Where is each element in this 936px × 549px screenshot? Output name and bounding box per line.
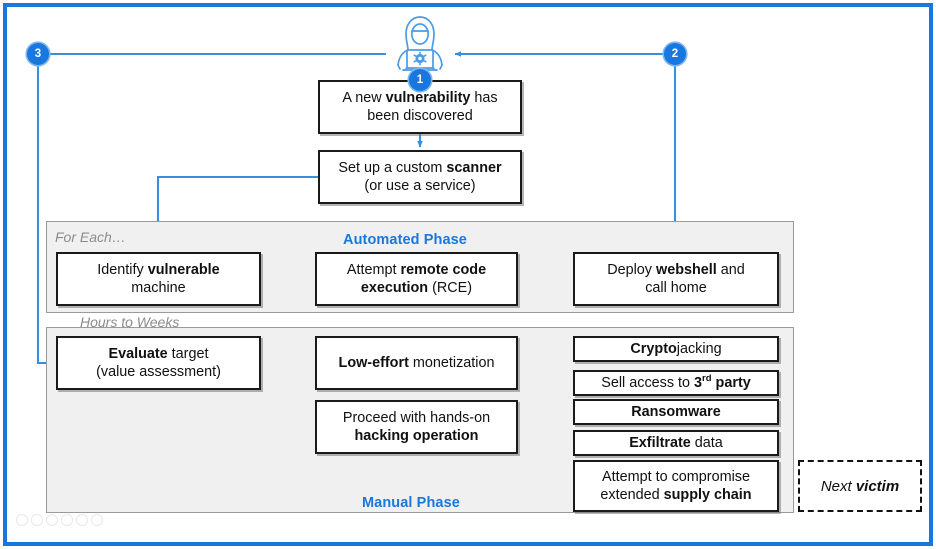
text: Identify [97, 261, 148, 278]
node-ransomware: Ransomware [573, 399, 779, 425]
text-bold: Exfiltrate [629, 434, 691, 451]
text: Next [820, 477, 856, 495]
text: and [716, 261, 745, 278]
node-evaluate-target: Evaluate target (value assessment) [56, 336, 261, 390]
text: party [711, 374, 751, 391]
text: been discovered [367, 108, 473, 124]
bug-icon [413, 51, 427, 66]
text-bold: remote code [400, 261, 487, 278]
text: Deploy [607, 261, 656, 278]
text: Attempt [346, 261, 401, 278]
manual-phase-title: Manual Phase [362, 495, 460, 511]
for-each-caption: For Each… [55, 229, 126, 245]
watermark [16, 512, 116, 528]
node-remote-code-execution: Attempt remote code execution (RCE) [315, 252, 518, 306]
text: Attempt to compromise [602, 468, 750, 485]
text: (value assessment) [96, 364, 221, 380]
text: call home [645, 280, 707, 296]
text-bold: vulnerability [385, 89, 471, 106]
node-setup-scanner: Set up a custom scanner (or use a servic… [318, 150, 522, 204]
text: (RCE) [428, 280, 473, 296]
text: (or use a service) [364, 178, 476, 194]
text-bold: scanner [446, 159, 502, 176]
text-bold: hacking operation [354, 428, 479, 444]
text: Proceed with hands-on [342, 409, 491, 426]
text: 3 [694, 374, 703, 391]
text: data [690, 434, 723, 451]
text-bold: Crypto [630, 340, 677, 357]
text: target [167, 345, 209, 362]
text-bold: supply chain [663, 487, 752, 503]
text-bold: Low-effort [338, 354, 409, 371]
hours-to-weeks-caption: Hours to Weeks [80, 314, 180, 330]
text-bold: 3rd party [694, 372, 751, 391]
text: monetization [408, 354, 495, 371]
automated-phase-title: Automated Phase [343, 232, 467, 248]
text-bold: victim [855, 477, 900, 495]
text: jacking [676, 340, 722, 357]
text-bold: Evaluate [108, 345, 168, 362]
marker-2: 2 [664, 43, 686, 65]
node-exfiltrate-data: Exfiltrate data [573, 430, 779, 456]
text-bold: vulnerable [147, 261, 220, 278]
node-sell-access-third-party: Sell access to 3rd party [573, 370, 779, 396]
node-compromise-supply-chain: Attempt to compromise extended supply ch… [573, 460, 779, 512]
text: Sell access to [601, 374, 695, 391]
text: Set up a custom [338, 159, 447, 176]
text-bold: execution [360, 280, 429, 296]
text: A new [342, 89, 386, 106]
node-hands-on-hacking-operation: Proceed with hands-on hacking operation [315, 400, 518, 454]
text: extended [600, 487, 664, 503]
node-deploy-webshell: Deploy webshell and call home [573, 252, 779, 306]
ordinal-suffix: rd [702, 372, 712, 384]
node-cryptojacking: Cryptojacking [573, 336, 779, 362]
text-bold: Ransomware [631, 403, 721, 420]
text: has [470, 89, 498, 106]
node-next-victim: Next victim [798, 460, 922, 512]
marker-1: 1 [409, 69, 431, 91]
node-low-effort-monetization: Low-effort monetization [315, 336, 518, 390]
text-bold: webshell [656, 261, 717, 278]
node-identify-vulnerable-machine: Identify vulnerable machine [56, 252, 261, 306]
text: machine [131, 280, 186, 296]
marker-3: 3 [27, 43, 49, 65]
